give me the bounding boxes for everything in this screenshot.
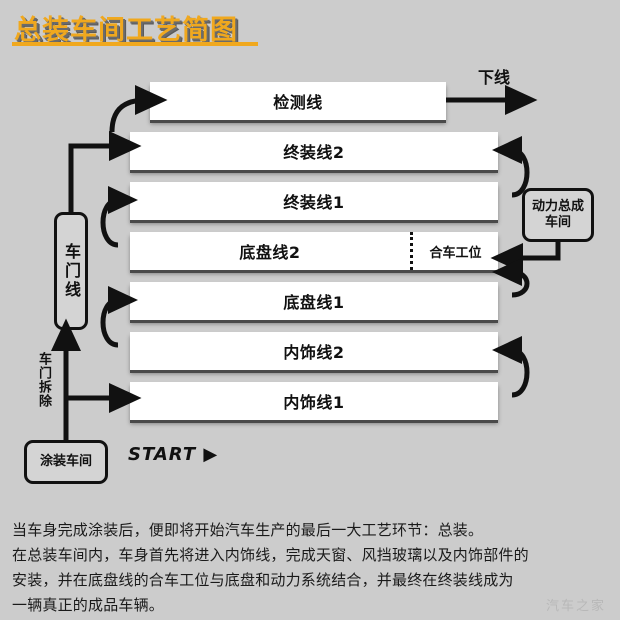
process-line-label: 终装线1 [283,193,345,212]
process-line-label: 底盘线1 [283,293,345,312]
process-line-bar: 内饰线1 [130,382,498,420]
process-line-label: 内饰线2 [283,343,345,362]
process-line-bar: 终装线2 [130,132,498,170]
process-line-bar: 内饰线2 [130,332,498,370]
watermark: 汽车之家 [545,599,606,614]
caption-line: 当车身完成涂装后，便即将开始汽车生产的最后一大工艺环节：总装。 [12,521,484,539]
process-line-bar: 检测线 [150,82,446,120]
process-line-bar: 底盘线2 合车工位 [130,232,498,270]
shop-box-paint-shop: 涂装车间 [24,440,108,484]
start-label: START ▶ [128,444,219,465]
caption-line: 安装，并在底盘线的合车工位与底盘和动力系统结合，并最终在终装线成为 [12,571,514,589]
process-line-label: 底盘线2 [239,243,301,262]
process-line-label: 内饰线1 [283,393,345,412]
merge-station-zone: 合车工位 [410,232,498,270]
process-line-bar: 底盘线1 [130,282,498,320]
process-line-label: 终装线2 [283,143,345,162]
caption-line: 在总装车间内，车身首先将进入内饰线，完成天窗、风挡玻璃以及内饰部件的 [12,546,529,564]
title-underline [12,42,258,46]
shop-box-label: 车门线 [62,242,81,300]
exit-label: 下线 [478,68,511,87]
shop-box-powertrain: 动力总成车间 [522,188,594,242]
shop-box-label: 动力总成车间 [531,198,584,230]
caption-text: 当车身完成涂装后，便即将开始汽车生产的最后一大工艺环节：总装。在总装车间内，车身… [12,518,612,618]
process-line-bar: 终装线1 [130,182,498,220]
door-removal-label: 车门拆除 [36,352,51,408]
page-title: 总装车间工艺简图 [14,15,238,46]
shop-box-door-line: 车门线 [54,212,88,330]
merge-station-label: 合车工位 [429,245,482,261]
process-line-label: 检测线 [273,93,323,112]
caption-line: 一辆真正的成品车辆。 [12,596,165,614]
shop-box-label: 涂装车间 [39,453,92,469]
